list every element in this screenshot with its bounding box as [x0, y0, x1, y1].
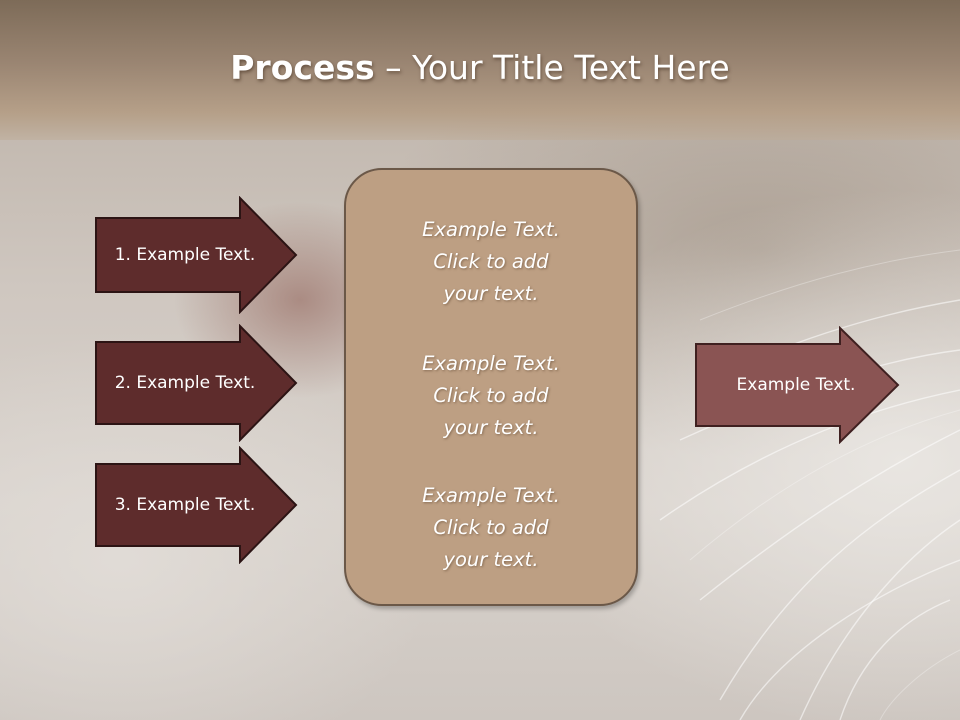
center-line: Example Text. — [422, 352, 560, 375]
center-line: Example Text. — [422, 218, 560, 241]
center-text-box[interactable]: Example Text. Click to add your text. Ex… — [344, 168, 638, 606]
arrow-shape — [95, 446, 298, 564]
title-bold: Process — [230, 48, 375, 87]
center-line: your text. — [443, 548, 539, 571]
center-line: Click to add — [433, 516, 549, 539]
title-band — [0, 0, 960, 140]
title-rest: – Your Title Text Here — [374, 48, 730, 87]
process-arrow-2[interactable]: 2. Example Text. — [94, 324, 298, 442]
slide-title[interactable]: Process – Your Title Text Here — [0, 48, 960, 87]
arrow-shape — [95, 324, 298, 442]
center-line: your text. — [443, 416, 539, 439]
arrow-label: 2. Example Text. — [114, 373, 256, 393]
arrow-shape — [695, 326, 900, 444]
result-arrow[interactable]: Example Text. — [694, 326, 900, 444]
center-line: Click to add — [433, 250, 549, 273]
center-text-block-3: Example Text. Click to add your text. — [346, 480, 636, 576]
center-line: Example Text. — [422, 484, 560, 507]
center-text-block-2: Example Text. Click to add your text. — [346, 348, 636, 444]
arrow-label: Example Text. — [736, 375, 856, 395]
center-text-block-1: Example Text. Click to add your text. — [346, 214, 636, 310]
center-line: Click to add — [433, 384, 549, 407]
process-arrow-3[interactable]: 3. Example Text. — [94, 446, 298, 564]
center-line: your text. — [443, 282, 539, 305]
arrow-label: 1. Example Text. — [114, 245, 256, 265]
process-arrow-1[interactable]: 1. Example Text. — [94, 196, 298, 314]
arrow-shape — [95, 196, 298, 314]
arrow-label: 3. Example Text. — [114, 495, 256, 515]
